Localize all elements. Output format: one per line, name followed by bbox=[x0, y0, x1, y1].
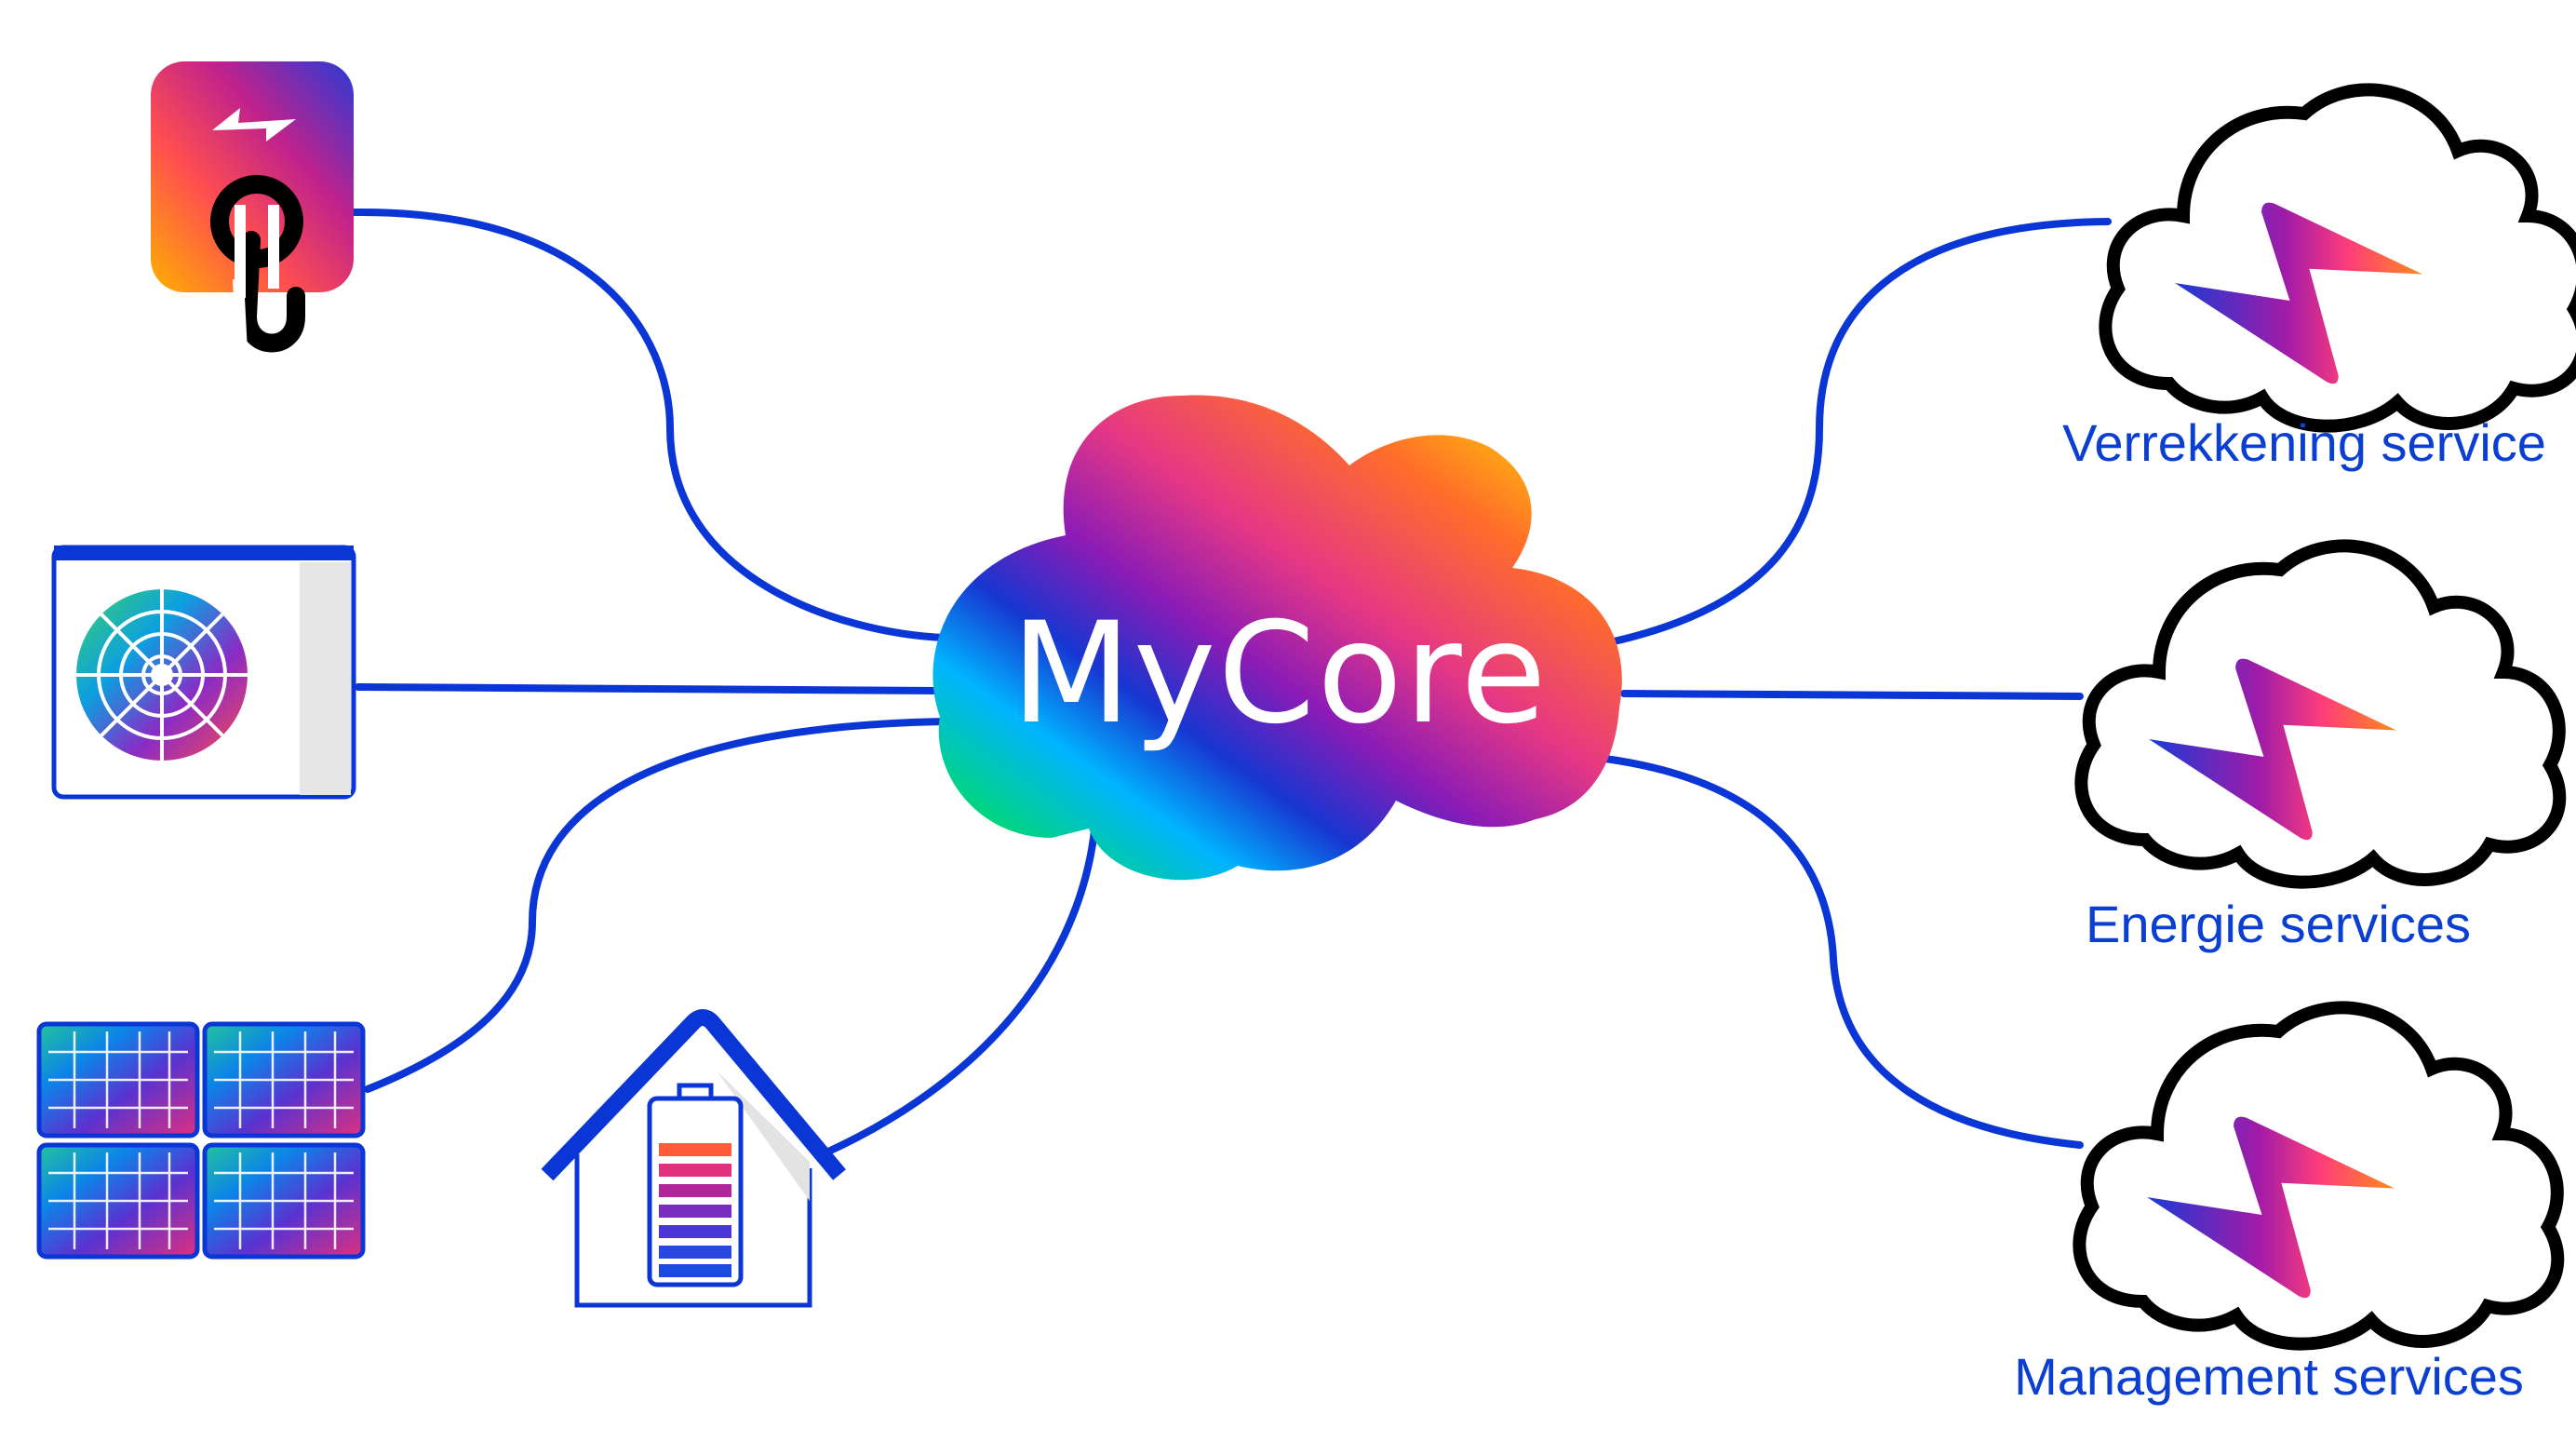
service-verrekkening: Verrekkening service bbox=[2062, 89, 2576, 472]
link-management bbox=[1602, 755, 2084, 1149]
service-energie: Energie services bbox=[2081, 546, 2559, 953]
service-label-management: Management services bbox=[2014, 1347, 2524, 1406]
mycore-cloud-shape bbox=[932, 395, 1622, 881]
mycore-cloud: MyCore bbox=[932, 395, 1622, 881]
link-solar-panels bbox=[364, 718, 953, 1093]
link-ev-charger bbox=[350, 208, 948, 641]
service-label-energie: Energie services bbox=[2086, 895, 2471, 953]
mycore-label: MyCore bbox=[1011, 593, 1548, 755]
connections bbox=[350, 208, 2112, 1156]
home-battery-icon bbox=[541, 1009, 846, 1308]
heat-pump-icon bbox=[51, 545, 356, 800]
service-label-verrekkening: Verrekkening service bbox=[2062, 413, 2546, 472]
link-home-battery bbox=[823, 806, 1100, 1156]
solar-panels-icon bbox=[36, 1021, 366, 1260]
ev-charger-icon bbox=[151, 61, 354, 353]
service-management: Management services bbox=[2014, 1007, 2557, 1406]
link-energie bbox=[1620, 690, 2084, 700]
link-heat-pump bbox=[355, 683, 944, 694]
link-verrekkening bbox=[1606, 218, 2112, 646]
